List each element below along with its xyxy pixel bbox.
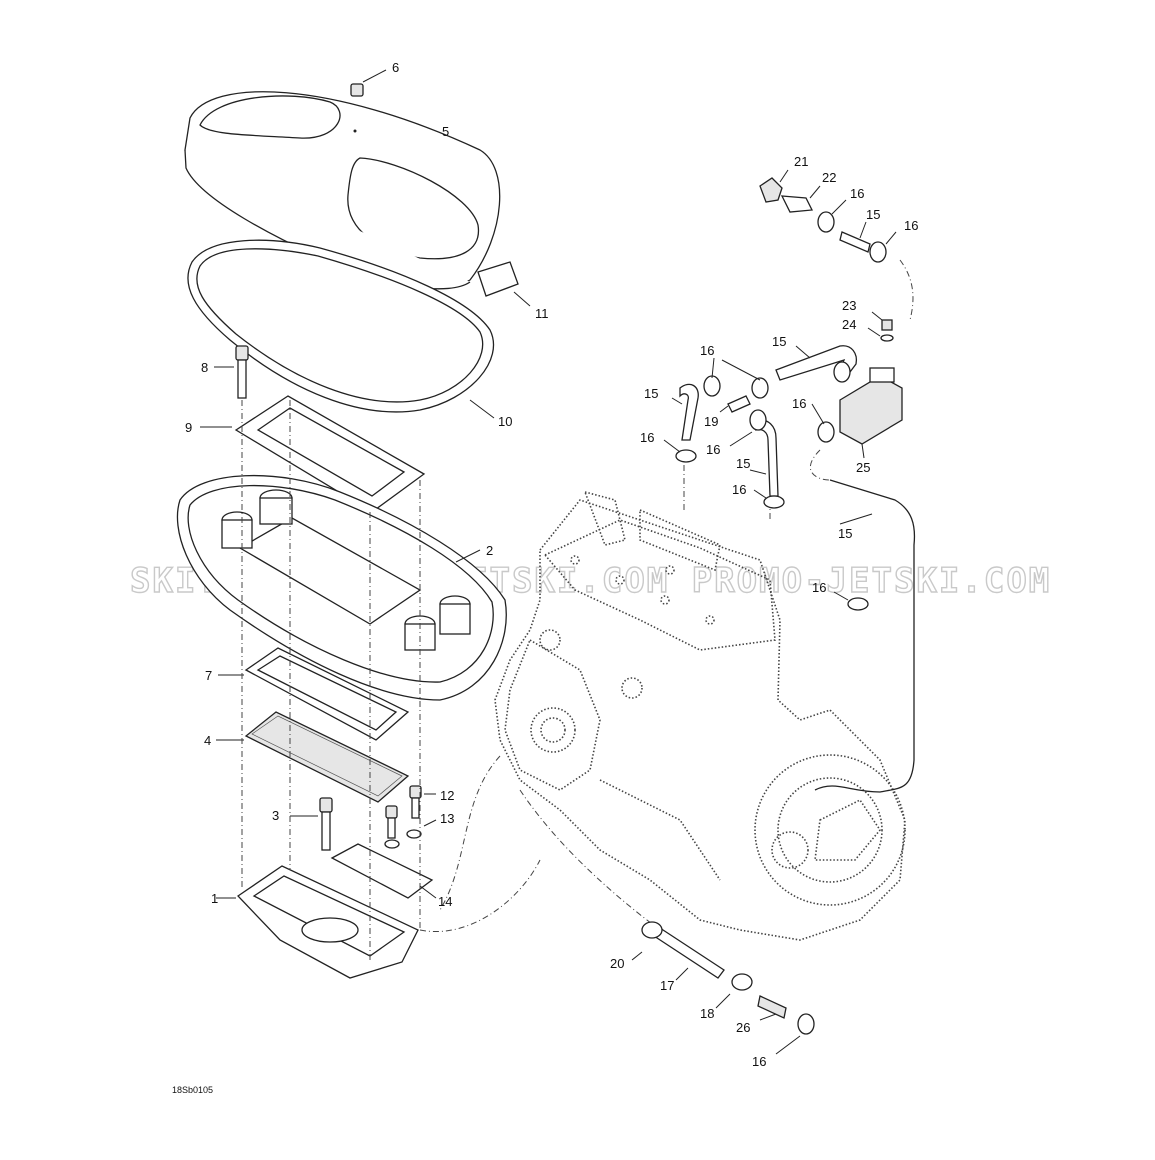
part-24-washer bbox=[867, 327, 894, 342]
part-12-bolts bbox=[385, 785, 436, 839]
callout-16-e: 16 bbox=[640, 430, 654, 445]
part-9-plate bbox=[200, 395, 426, 513]
callout-8: 8 bbox=[201, 360, 208, 375]
callout-16-b: 16 bbox=[904, 218, 918, 233]
callout-9: 9 bbox=[185, 420, 192, 435]
callout-5: 5 bbox=[442, 124, 449, 139]
part-23-nut bbox=[871, 311, 893, 331]
part-2-airbox-base bbox=[176, 474, 507, 701]
callout-4: 4 bbox=[204, 733, 211, 748]
callout-15-left: 15 bbox=[644, 386, 658, 401]
part-10-gasket bbox=[187, 239, 495, 419]
callout-25: 25 bbox=[856, 460, 870, 475]
callout-16-f: 16 bbox=[706, 442, 720, 457]
part-22-fitting bbox=[780, 185, 821, 213]
callout-17: 17 bbox=[660, 978, 674, 993]
part-13-washers bbox=[384, 819, 437, 849]
drawing-code: 18Sb0105 bbox=[172, 1085, 213, 1095]
callout-12: 12 bbox=[440, 788, 454, 803]
callout-19: 19 bbox=[704, 414, 718, 429]
callout-18: 18 bbox=[700, 1006, 714, 1021]
bottom-fittings bbox=[631, 921, 815, 1055]
callout-16-c: 16 bbox=[700, 343, 714, 358]
part-14-bracket bbox=[330, 843, 437, 899]
callout-13: 13 bbox=[440, 811, 454, 826]
callout-16-a: 16 bbox=[850, 186, 864, 201]
part-7-gasket bbox=[218, 647, 410, 741]
callout-26: 26 bbox=[736, 1020, 750, 1035]
middle-hoses bbox=[663, 345, 873, 611]
callout-16-h: 16 bbox=[812, 580, 826, 595]
callout-10: 10 bbox=[498, 414, 512, 429]
callout-16-d: 16 bbox=[792, 396, 806, 411]
callout-1: 1 bbox=[211, 891, 218, 906]
callout-24: 24 bbox=[842, 317, 856, 332]
callout-21: 21 bbox=[794, 154, 808, 169]
callout-2: 2 bbox=[486, 543, 493, 558]
callout-20: 20 bbox=[610, 956, 624, 971]
part-11-clip bbox=[477, 261, 531, 307]
hose-routing bbox=[419, 259, 916, 976]
callout-labels: 1 2 3 4 5 6 7 8 9 10 11 12 13 14 15 15 1… bbox=[185, 60, 918, 1069]
callout-14: 14 bbox=[438, 894, 452, 909]
part-6-nut bbox=[350, 69, 387, 97]
callout-16-g: 16 bbox=[732, 482, 746, 497]
callout-16-i: 16 bbox=[752, 1054, 766, 1069]
callout-23: 23 bbox=[842, 298, 856, 313]
part-4-screen bbox=[216, 711, 410, 803]
callout-15-mid: 15 bbox=[736, 456, 750, 471]
callout-15-lower: 15 bbox=[838, 526, 852, 541]
callout-15-top: 15 bbox=[866, 207, 880, 222]
callout-15-upper: 15 bbox=[772, 334, 786, 349]
part-5-cover bbox=[184, 91, 501, 290]
callout-6: 6 bbox=[392, 60, 399, 75]
part-3-bolt bbox=[290, 797, 333, 851]
part-21-cap bbox=[759, 169, 789, 203]
upper-clamps-hose bbox=[817, 199, 897, 263]
alignment-lines bbox=[241, 400, 421, 960]
callout-11: 11 bbox=[535, 306, 549, 321]
part-1-housing bbox=[216, 865, 419, 979]
engine-block bbox=[494, 490, 906, 941]
part-25-valve bbox=[839, 367, 903, 459]
callout-22: 22 bbox=[822, 170, 836, 185]
part-8-bolt bbox=[214, 345, 249, 399]
callout-7: 7 bbox=[205, 668, 212, 683]
callout-3: 3 bbox=[272, 808, 279, 823]
